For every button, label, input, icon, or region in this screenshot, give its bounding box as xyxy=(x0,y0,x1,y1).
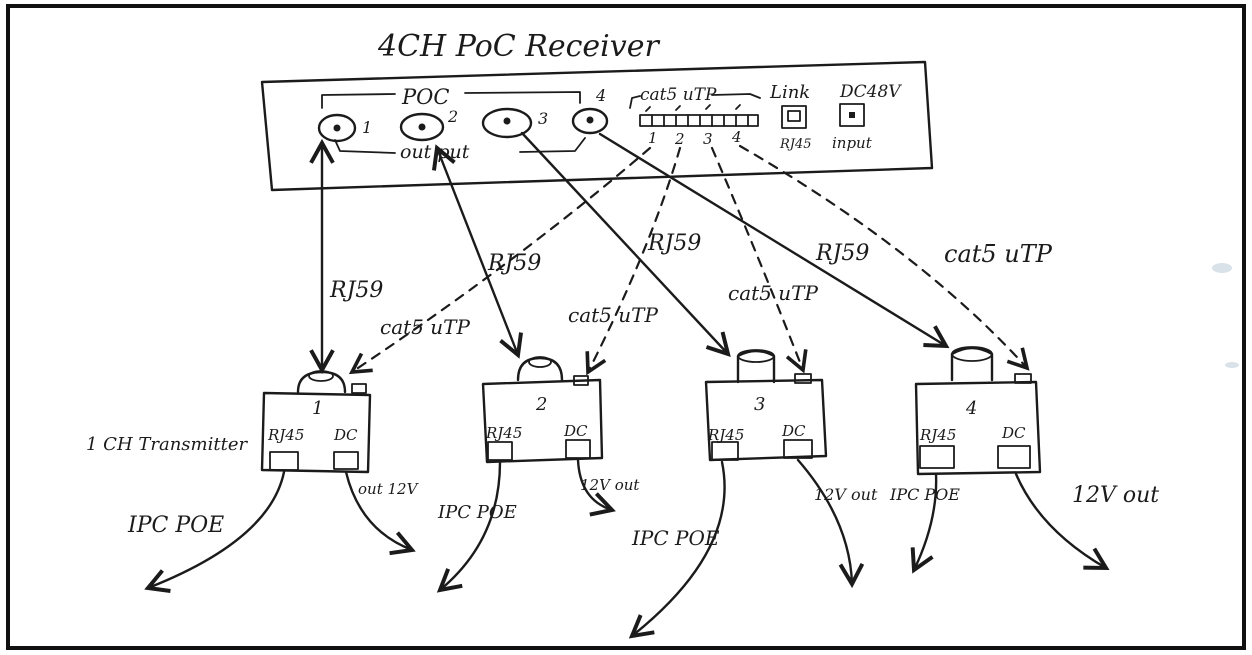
dc-output-label-3: 12V out xyxy=(814,485,878,504)
svg-text:4: 4 xyxy=(965,398,977,419)
rj45-output-arrow-3 xyxy=(628,460,726,639)
coax-label: RJ59 xyxy=(329,278,383,303)
bnc-port-3: 3 xyxy=(481,107,548,139)
rj45-output-label-2: IPC POE xyxy=(437,502,517,523)
input-label: input xyxy=(832,134,873,152)
dc-input-label: DC48V xyxy=(839,82,902,102)
cat5-port-number-1: 1 xyxy=(648,129,658,147)
coax-cable-2 xyxy=(432,144,523,359)
rj45-output-arrow-1 xyxy=(144,470,286,593)
link-label: Link xyxy=(769,82,810,103)
output-label: out put xyxy=(400,141,470,163)
coax-label: RJ59 xyxy=(815,241,869,266)
transmitter-unit-4: 4 RJ45 DC xyxy=(914,346,1042,476)
svg-text:4: 4 xyxy=(595,86,606,105)
rj45-label: RJ45 xyxy=(779,137,812,152)
paper-smudge xyxy=(1225,362,1239,368)
transmitter-row-label: 1 CH Transmitter xyxy=(86,434,248,455)
svg-text:2: 2 xyxy=(447,107,458,126)
svg-text:3: 3 xyxy=(538,109,548,128)
bnc-port-4: 4 xyxy=(571,86,609,135)
cat5-terminal-strip xyxy=(639,104,759,127)
coax-label: RJ59 xyxy=(647,231,701,256)
paper-smudge xyxy=(1212,263,1232,273)
utp-cable-2 xyxy=(585,146,682,376)
svg-text:DC: DC xyxy=(333,426,358,444)
dc-output-arrow-3 xyxy=(796,458,865,589)
utp-label: cat5 uTP xyxy=(944,240,1053,268)
transmitter-unit-3: 3 RJ45 DC xyxy=(704,349,828,462)
poc-label: POC xyxy=(401,85,449,109)
transmitter-unit-2: 2 RJ45 DC xyxy=(481,356,604,464)
svg-text:DC: DC xyxy=(781,422,806,440)
transmitter-unit-1: 1 RJ45 DC xyxy=(260,370,372,474)
svg-text:1: 1 xyxy=(312,398,323,419)
svg-text:1: 1 xyxy=(362,118,372,137)
rj45-port xyxy=(781,105,807,129)
svg-text:DC: DC xyxy=(1001,424,1026,442)
coax-cable-4 xyxy=(598,132,950,349)
svg-text:2: 2 xyxy=(535,394,547,415)
bnc-port-2: 2 xyxy=(399,107,458,142)
dc-input-jack xyxy=(839,103,865,127)
svg-text:RJ45: RJ45 xyxy=(707,426,744,444)
coax-label: RJ59 xyxy=(487,251,541,276)
rj45-output-label-4: IPC POE xyxy=(889,485,960,504)
rj45-output-label-3: IPC POE xyxy=(631,526,720,550)
svg-text:RJ45: RJ45 xyxy=(485,424,522,442)
dc-output-arrow-1 xyxy=(344,470,416,556)
coax-cable-3 xyxy=(520,131,731,357)
rj45-output-arrow-2 xyxy=(436,460,502,593)
rj45-output-label-1: IPC POE xyxy=(127,513,224,538)
cat5-header: cat5 uTP xyxy=(640,85,717,105)
utp-cable-4 xyxy=(738,144,1030,371)
sheet-border xyxy=(6,4,1246,650)
dc-output-arrow-4 xyxy=(1014,472,1110,571)
dc-output-label-1: out 12V xyxy=(358,480,420,498)
poc-bracket xyxy=(321,91,581,109)
svg-text:RJ45: RJ45 xyxy=(919,426,956,444)
cat5-port-number-2: 2 xyxy=(674,130,685,148)
svg-text:DC: DC xyxy=(563,422,588,440)
svg-text:RJ45: RJ45 xyxy=(267,426,304,444)
svg-text:3: 3 xyxy=(754,394,765,415)
receiver-title: 4CH PoC Receiver xyxy=(377,29,660,64)
utp-cable-3 xyxy=(710,146,808,374)
utp-label: cat5 uTP xyxy=(568,303,658,327)
utp-label: cat5 uTP xyxy=(380,315,470,339)
dc-output-label-2: 12V out xyxy=(580,476,640,494)
dc-output-label-4: 12V out xyxy=(1072,483,1159,508)
rj45-output-arrow-4 xyxy=(910,472,938,574)
dc-output-arrow-2 xyxy=(576,458,616,517)
utp-cable-1 xyxy=(348,146,652,375)
receiver-box xyxy=(260,60,934,192)
cat5-header-brace xyxy=(629,93,761,109)
bnc-port-1: 1 xyxy=(317,113,372,143)
cat5-port-number-4: 4 xyxy=(731,128,742,146)
utp-label: cat5 uTP xyxy=(728,281,818,305)
cat5-port-number-3: 3 xyxy=(703,130,713,148)
